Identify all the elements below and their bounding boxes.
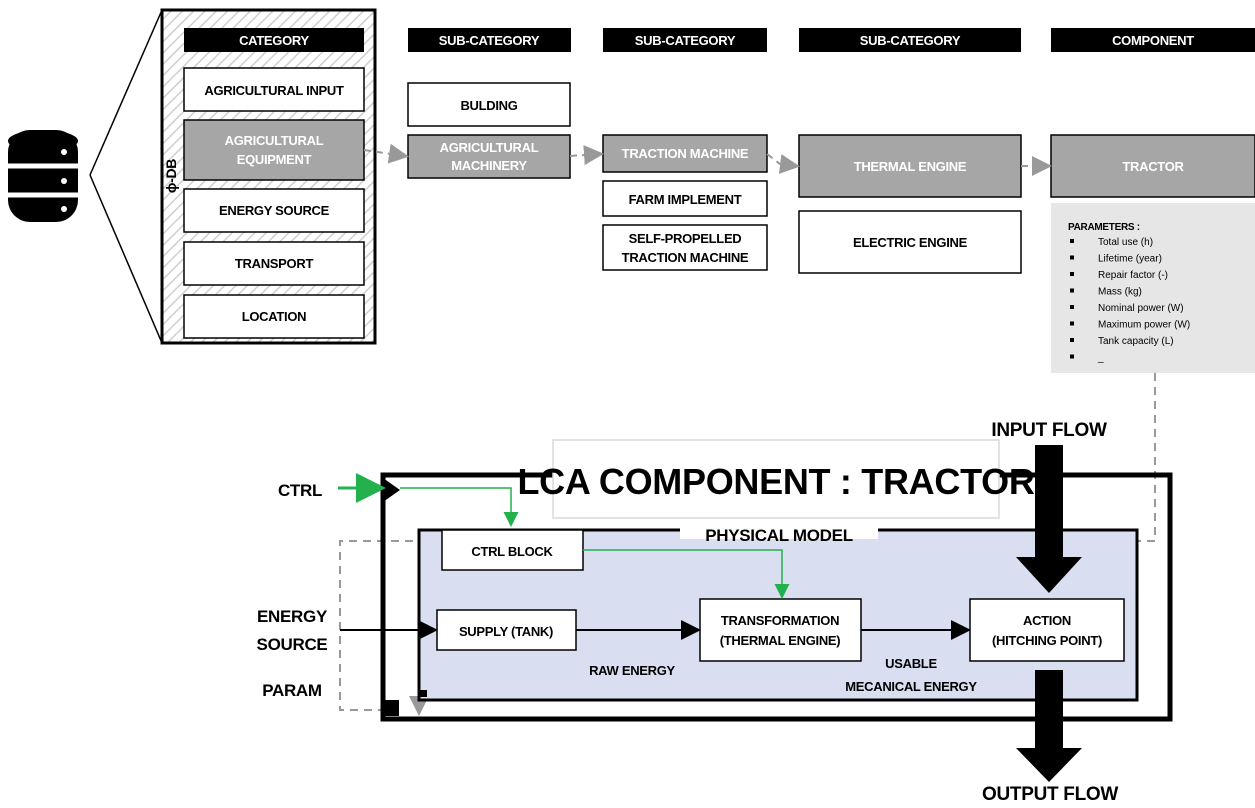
header-subcat-3: SUB-CATEGORY bbox=[860, 33, 961, 48]
db-label: ϕ-DB bbox=[163, 159, 179, 193]
supply-block-label: SUPPLY (TANK) bbox=[459, 624, 553, 639]
parameter-item: Nominal power (W) bbox=[1098, 303, 1184, 314]
physical-model-label: PHYSICAL MODEL bbox=[705, 526, 853, 545]
transformation-line2: (THERMAL ENGINE) bbox=[720, 633, 841, 648]
parameter-bullet bbox=[1070, 321, 1074, 326]
sub2-self-propelled-line1: SELF-PROPELLED bbox=[629, 231, 742, 246]
parameter-bullet bbox=[1070, 239, 1074, 243]
parameter-bullet bbox=[1070, 272, 1074, 276]
sub2-farm-implement bbox=[602, 180, 768, 217]
cat-energy-source bbox=[183, 188, 365, 233]
header-subcat-2: SUB-CATEGORY bbox=[635, 33, 736, 48]
parameter-item: Total use (h) bbox=[1098, 237, 1153, 248]
sub1-machinery-line2: MACHINERY bbox=[451, 158, 527, 173]
parameter-item: Maximum power (W) bbox=[1098, 320, 1190, 331]
header-subcat-1: SUB-CATEGORY bbox=[439, 33, 540, 48]
lca-title: LCA COMPONENT : TRACTOR bbox=[517, 461, 1034, 502]
parameter-bullet bbox=[1070, 338, 1074, 342]
parameter-bullet bbox=[1070, 305, 1074, 309]
cat-agri-equip-line2: EQUIPMENT bbox=[237, 152, 312, 167]
cat-agricultural-input bbox=[183, 67, 365, 112]
ctrl-block bbox=[441, 529, 584, 571]
cat-agri-equip-line1: AGRICULTURAL bbox=[225, 133, 324, 148]
sub3-thermal-engine-label: THERMAL ENGINE bbox=[854, 159, 967, 174]
parameter-bullet bbox=[1070, 288, 1074, 293]
cat-energy-source-label: ENERGY SOURCE bbox=[219, 203, 330, 218]
sub2-self-propelled-line2: TRACTION MACHINE bbox=[622, 250, 749, 265]
action-line2: (HITCHING POINT) bbox=[992, 633, 1102, 648]
cat-agricultural-input-label: AGRICULTURAL INPUT bbox=[204, 83, 344, 98]
supply-block bbox=[436, 609, 577, 651]
transformation-block bbox=[699, 598, 862, 662]
parameters-list: Total use (h) Lifetime (year) Repair facto… bbox=[1070, 237, 1190, 364]
sub2-farm-implement-label: FARM IMPLEMENT bbox=[629, 192, 742, 207]
parameter-bullet bbox=[1070, 354, 1074, 359]
header-category: CATEGORY bbox=[239, 33, 309, 48]
parameter-item: Tank capacity (L) bbox=[1098, 336, 1174, 347]
header-component: COMPONENT bbox=[1112, 33, 1194, 48]
parameters-panel bbox=[1051, 203, 1255, 373]
sub3-electric-engine bbox=[798, 210, 1022, 274]
ctrl-label: CTRL bbox=[278, 481, 322, 500]
lca-title-box bbox=[552, 439, 1000, 519]
sub1-agricultural-machinery bbox=[407, 134, 571, 179]
usable-energy-line2: MECANICAL ENERGY bbox=[845, 679, 977, 694]
parameter-bullet bbox=[1070, 255, 1074, 260]
database-icon bbox=[8, 130, 78, 222]
energy-source-line2: SOURCE bbox=[257, 635, 328, 654]
sub1-building bbox=[407, 82, 571, 127]
sub2-traction-machine-label: TRACTION MACHINE bbox=[622, 146, 749, 161]
energy-source-line1: ENERGY bbox=[257, 607, 328, 626]
sub1-building-label: BULDING bbox=[460, 98, 517, 113]
output-flow-label: OUTPUT FLOW bbox=[982, 784, 1118, 805]
parameter-item: Lifetime (year) bbox=[1098, 254, 1162, 265]
parameter-item: Mass (kg) bbox=[1098, 287, 1142, 298]
parameter-item: Repair factor (-) bbox=[1098, 270, 1168, 281]
usable-energy-line1: USABLE bbox=[885, 656, 937, 671]
component-tractor-label: TRACTOR bbox=[1122, 159, 1184, 174]
cat-agricultural-equipment bbox=[183, 119, 365, 181]
transformation-line1: TRANSFORMATION bbox=[721, 613, 839, 628]
input-flow-arrow bbox=[1016, 445, 1082, 593]
cat-transport-label: TRANSPORT bbox=[235, 256, 314, 271]
input-flow-label: INPUT FLOW bbox=[991, 420, 1107, 441]
action-line1: ACTION bbox=[1023, 613, 1071, 628]
ctrl-block-label: CTRL BLOCK bbox=[471, 544, 553, 559]
cat-transport bbox=[183, 241, 365, 286]
cat-location bbox=[183, 294, 365, 339]
parameter-item: _ bbox=[1097, 353, 1104, 364]
sub3-thermal-engine bbox=[798, 134, 1022, 198]
sub3-electric-engine-label: ELECTRIC ENGINE bbox=[853, 235, 968, 250]
component-tractor bbox=[1050, 134, 1255, 198]
raw-energy-label: RAW ENERGY bbox=[589, 663, 675, 678]
sub2-self-propelled bbox=[602, 224, 768, 271]
parameters-title: PARAMETERS : bbox=[1068, 222, 1140, 233]
cat-location-label: LOCATION bbox=[242, 309, 307, 324]
output-flow-arrow bbox=[1016, 670, 1082, 782]
sub1-machinery-line1: AGRICULTURAL bbox=[440, 140, 539, 155]
action-block bbox=[969, 598, 1125, 662]
param-label: PARAM bbox=[262, 681, 322, 700]
